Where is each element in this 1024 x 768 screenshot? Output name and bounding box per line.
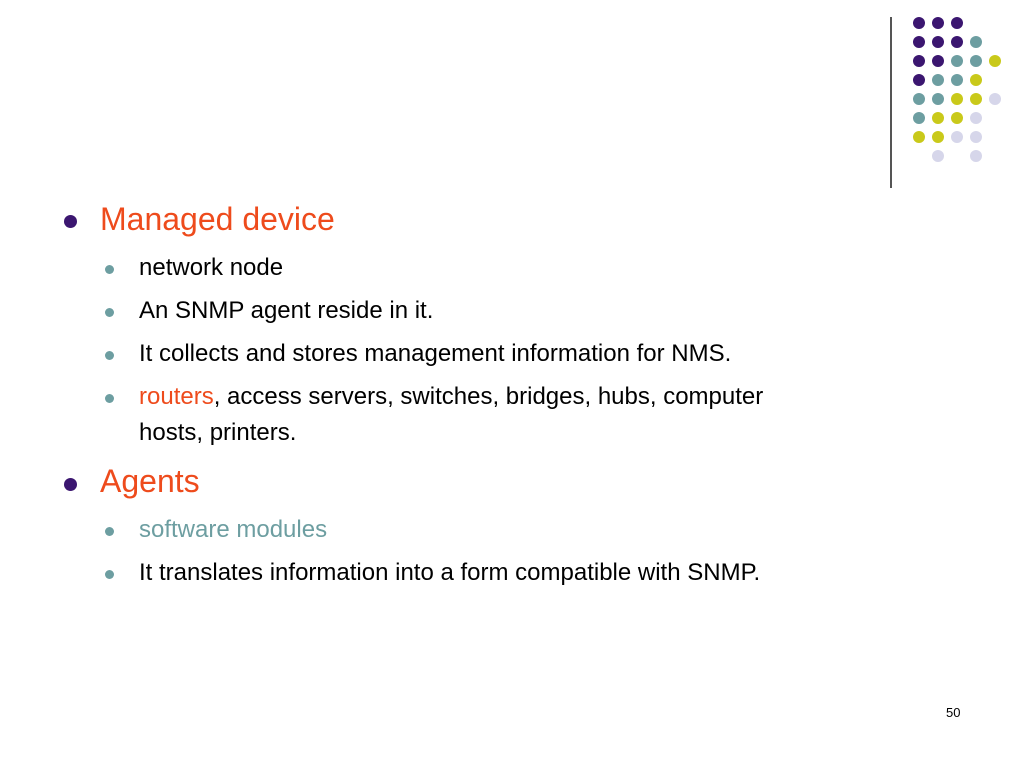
list-item: An SNMP agent reside in it. — [139, 297, 434, 324]
list-item-software-modules: software modules — [139, 516, 328, 543]
bullet-level2-icon — [105, 527, 114, 536]
bullet-level1-icon — [64, 215, 77, 228]
heading-managed-device: Managed device — [100, 201, 335, 237]
slide-content: Managed device network node An SNMP agen… — [64, 201, 763, 586]
page-number: 50 — [946, 705, 961, 720]
bullet-level2-icon — [105, 265, 114, 274]
heading-agents: Agents — [100, 463, 200, 499]
bullet-level2-icon — [105, 351, 114, 360]
list-item: network node — [139, 254, 284, 281]
list-item-devices: routers, access servers, switches, bridg… — [139, 379, 763, 415]
bullet-level1-icon — [64, 478, 77, 491]
list-item-devices-continued: hosts, printers. — [139, 419, 297, 446]
devices-text: , access servers, switches, bridges, hub… — [213, 383, 764, 410]
bullet-level2-icon — [105, 308, 114, 317]
bullet-level2-icon — [105, 570, 114, 579]
decorative-vertical-line — [890, 17, 892, 188]
bullet-level2-icon — [105, 394, 114, 403]
list-item: It translates information into a form co… — [139, 559, 761, 586]
highlight-routers: routers — [139, 383, 214, 410]
list-item: It collects and stores management inform… — [139, 340, 732, 367]
